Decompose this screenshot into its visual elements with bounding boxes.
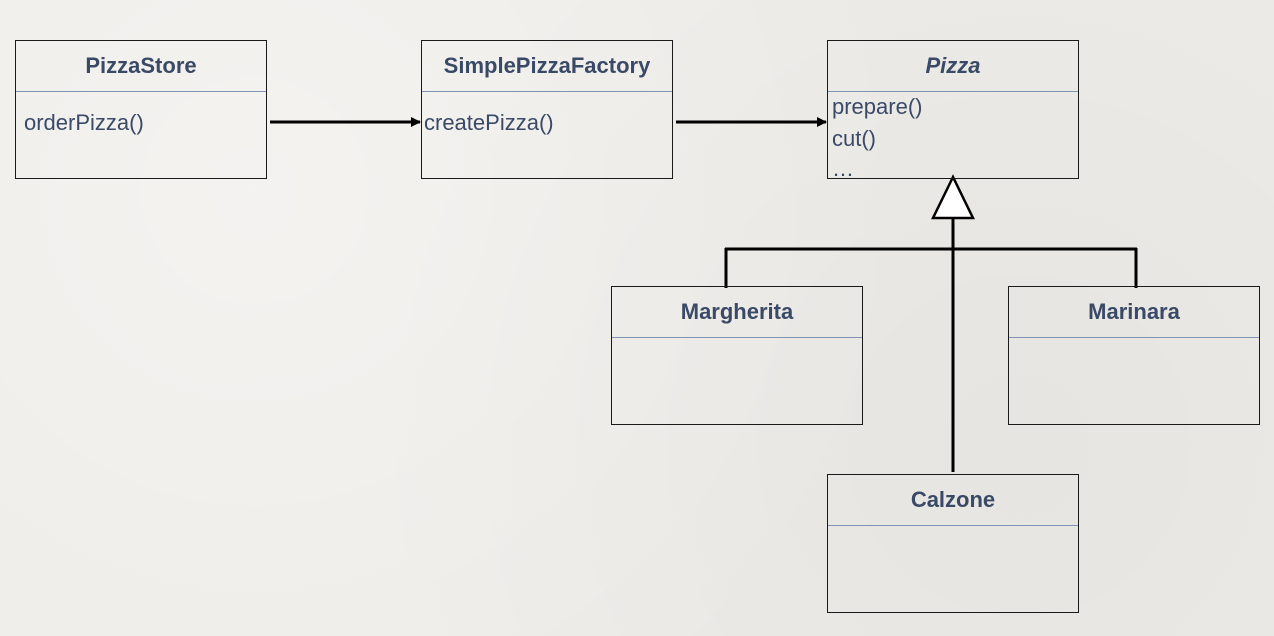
operation: orderPizza() [24,110,144,135]
operation: prepare() [832,94,923,119]
class-margherita[interactable]: Margherita [611,286,863,425]
class-name: SimplePizzaFactory [422,41,672,92]
class-calzone[interactable]: Calzone [827,474,1079,613]
operations-compartment: orderPizza() [24,107,262,139]
class-pizza-store[interactable]: PizzaStore orderPizza() [15,40,267,179]
class-name: Marinara [1009,287,1259,338]
operation: … [832,156,854,181]
operations-compartment: prepare() cut() … [832,91,1074,183]
class-name: Calzone [828,475,1078,526]
operation: createPizza() [424,110,554,135]
class-marinara[interactable]: Marinara [1008,286,1260,425]
class-simple-pizza-factory[interactable]: SimplePizzaFactory createPizza() [421,40,673,179]
operations-compartment: createPizza() [424,107,668,139]
class-name: PizzaStore [16,41,266,92]
class-pizza[interactable]: Pizza prepare() cut() … [827,40,1079,181]
class-name: Pizza [828,41,1078,92]
class-name: Margherita [612,287,862,338]
generalization-triangle [930,174,976,220]
operation: cut() [832,126,876,151]
